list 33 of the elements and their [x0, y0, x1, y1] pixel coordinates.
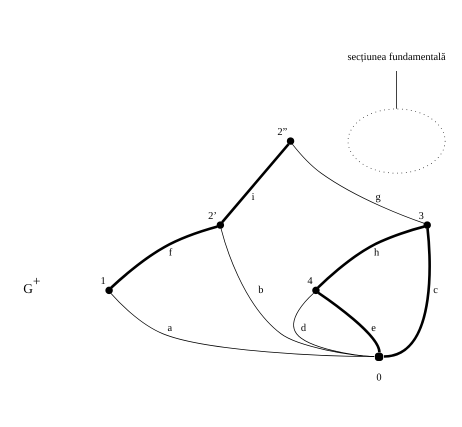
edge-label: c	[433, 285, 438, 296]
connector	[396, 70, 397, 110]
node-circle	[374, 352, 384, 361]
connector	[384, 228, 431, 358]
connector	[220, 228, 375, 357]
edge-label: b	[258, 285, 264, 296]
edge-label: g	[376, 192, 381, 204]
edge-label: e	[371, 322, 376, 334]
connector	[293, 292, 375, 357]
connector	[221, 143, 290, 223]
node-circle	[216, 221, 224, 229]
node-ellipse	[348, 108, 446, 174]
node-label: 2”	[277, 126, 288, 138]
connector	[292, 144, 424, 224]
node-label: 4	[307, 276, 313, 288]
edge-label: a	[167, 322, 172, 334]
connector	[110, 225, 218, 289]
connector	[317, 225, 425, 289]
connector	[318, 292, 381, 353]
node-circle	[105, 286, 113, 294]
node-label: 3	[418, 210, 424, 222]
node-text: secțiunea fundamentală	[347, 52, 446, 64]
node-label: 2’	[208, 210, 217, 222]
node-circle	[286, 137, 294, 145]
node-label: 1	[100, 276, 106, 288]
edge-label: i	[252, 192, 254, 204]
connector	[110, 293, 375, 357]
node-circle	[423, 221, 431, 229]
node-label: 0	[376, 372, 382, 384]
node-circle	[312, 286, 320, 294]
edge-label: h	[374, 247, 380, 258]
edge-label: f	[168, 247, 172, 258]
edge-label: d	[300, 322, 306, 334]
